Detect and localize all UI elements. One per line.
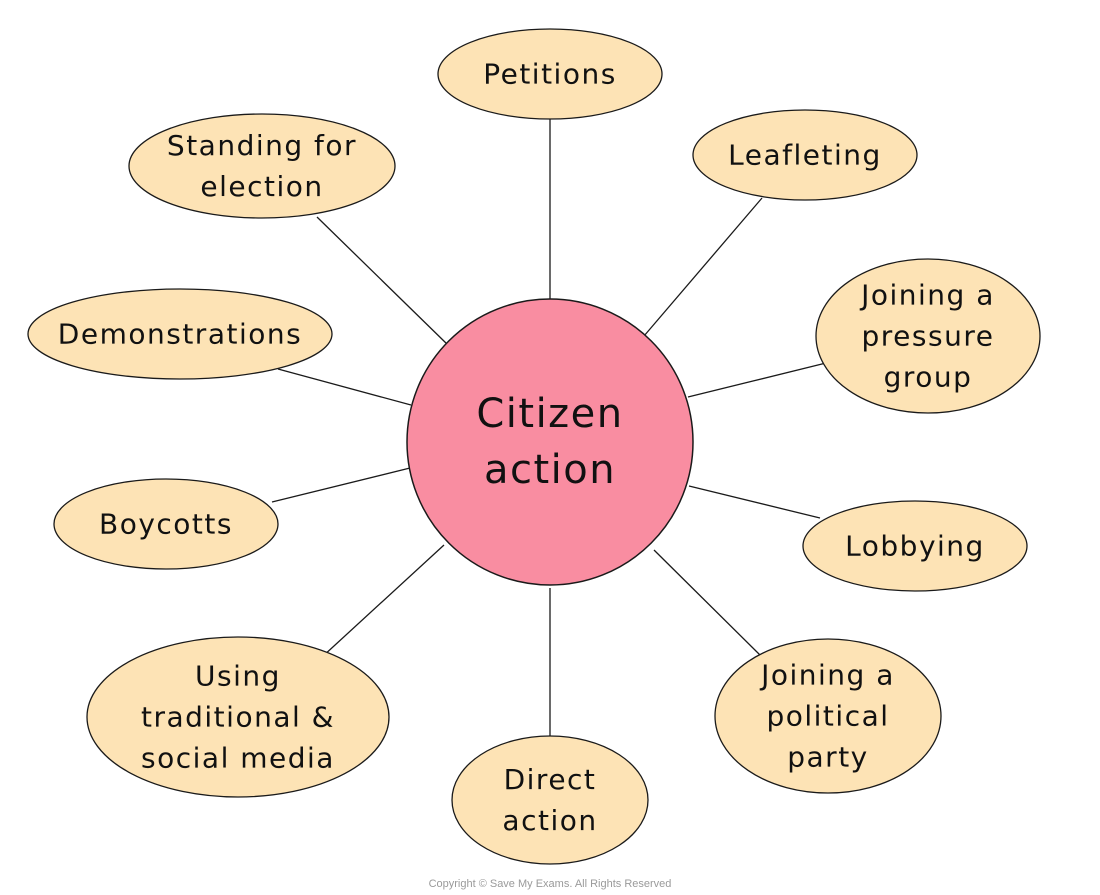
node-petitions: Petitions: [437, 28, 663, 120]
node-ellipse: [86, 636, 390, 798]
connector-joining-political-party: [653, 549, 761, 656]
node-ellipse: [27, 288, 333, 380]
node-direct-action: Direct action: [451, 735, 649, 865]
node-label-line: traditional &: [141, 701, 335, 734]
connector-using-media: [321, 544, 445, 658]
connector-demonstrations: [277, 368, 412, 406]
node-label-line: Standing for: [167, 129, 357, 162]
node-using-media: Using traditional & social media: [86, 636, 390, 798]
node-ellipse: [437, 28, 663, 120]
node-label-line: election: [200, 170, 323, 203]
node-ellipse: [815, 258, 1041, 414]
center-label-line: action: [484, 447, 616, 493]
node-label-line: pressure: [862, 320, 995, 353]
node-ellipse: [692, 109, 918, 201]
connector-lines: [271, 119, 827, 736]
center-label-line: Citizen: [476, 391, 623, 437]
node-label-line: Joining a: [759, 659, 895, 692]
node-label-line: group: [884, 361, 973, 394]
node-joining-political-party: Joining a political party: [714, 638, 942, 794]
node-ellipse: [451, 735, 649, 865]
node-label-line: political: [766, 700, 889, 733]
node-label-line: Using: [195, 660, 281, 693]
node-standing-for-election: Standing for election: [128, 113, 396, 219]
copyright-notice: Copyright © Save My Exams. All Rights Re…: [429, 878, 672, 890]
node-ellipse: [53, 478, 279, 570]
node-demonstrations: Demonstrations: [27, 288, 333, 380]
node-label-line: action: [502, 804, 597, 837]
center-circle: [406, 298, 694, 586]
node-label-line: Leafleting: [728, 139, 882, 172]
node-boycotts: Boycotts: [53, 478, 279, 570]
connector-leafleting: [643, 197, 763, 337]
node-label-line: Boycotts: [99, 508, 233, 541]
node-ellipse: [802, 500, 1028, 592]
node-label-line: Joining a: [859, 279, 995, 312]
node-leafleting: Leafleting: [692, 109, 918, 201]
node-label-line: party: [787, 741, 869, 774]
node-lobbying: Lobbying: [802, 500, 1028, 592]
connector-standing-for-election: [316, 216, 449, 346]
node-ellipse: [714, 638, 942, 794]
connector-joining-pressure-group: [687, 362, 827, 398]
connector-boycotts: [271, 467, 411, 503]
node-label-line: Demonstrations: [58, 318, 302, 351]
node-label-line: Lobbying: [845, 530, 985, 563]
node-label-line: social media: [141, 742, 335, 775]
node-label-line: Petitions: [483, 58, 617, 91]
center-node: Citizen action: [406, 298, 694, 586]
node-ellipse: [128, 113, 396, 219]
connector-lobbying: [688, 485, 821, 519]
node-label-line: Direct: [504, 763, 597, 796]
node-joining-pressure-group: Joining a pressure group: [815, 258, 1041, 414]
